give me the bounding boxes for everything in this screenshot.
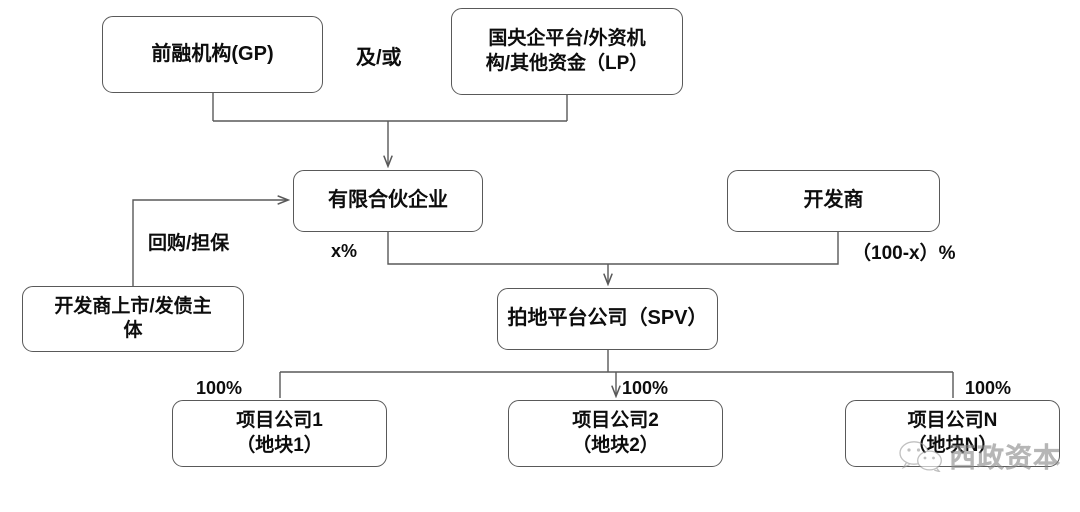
wire-partnership-to-spv-bus bbox=[387, 232, 608, 265]
node-soe-platform-foreign-capital-lp[interactable]: 国央企平台/外资机 构/其他资金（LP） bbox=[451, 8, 683, 95]
node-project-company-2-label: 项目公司2 （地块2） bbox=[572, 410, 659, 456]
label-and-or: 及/或 bbox=[356, 47, 402, 69]
node-project-company-1[interactable]: 项目公司1 （地块1） bbox=[172, 400, 387, 467]
node-pre-financing-institution-gp[interactable]: 前融机构(GP) bbox=[102, 16, 323, 93]
node-project-company-1-label: 项目公司1 （地块1） bbox=[236, 410, 323, 456]
node-project-company-n[interactable]: 项目公司N （地块N） bbox=[845, 400, 1060, 467]
node-developer-label: 开发商 bbox=[803, 189, 864, 212]
label-buyback-guarantee: 回购/担保 bbox=[148, 233, 230, 254]
node-spv-label: 拍地平台公司（SPV） bbox=[507, 307, 708, 330]
node-listed-issuer-label: 开发商上市/发债主 体 bbox=[54, 295, 212, 341]
label-x-percent: x% bbox=[331, 241, 358, 261]
label-hundred-minus-x-percent: （100-x）% bbox=[852, 243, 956, 264]
wire-developer-to-spv-bus bbox=[608, 232, 839, 265]
label-pcn-percent: 100% bbox=[965, 378, 1012, 398]
label-pc1-percent: 100% bbox=[196, 378, 243, 398]
node-land-bidding-platform-spv[interactable]: 拍地平台公司（SPV） bbox=[497, 288, 718, 350]
node-project-company-n-label: 项目公司N （地块N） bbox=[907, 410, 998, 456]
node-limited-partnership-label: 有限合伙企业 bbox=[328, 189, 448, 212]
node-limited-partnership[interactable]: 有限合伙企业 bbox=[293, 170, 483, 232]
label-pc2-percent: 100% bbox=[622, 378, 669, 398]
node-developer[interactable]: 开发商 bbox=[727, 170, 940, 232]
node-project-company-2[interactable]: 项目公司2 （地块2） bbox=[508, 400, 723, 467]
node-lp-label: 国央企平台/外资机 构/其他资金（LP） bbox=[485, 28, 649, 74]
node-listed-bond-issuer-entity[interactable]: 开发商上市/发债主 体 bbox=[22, 286, 244, 352]
node-gp-label: 前融机构(GP) bbox=[151, 42, 274, 65]
